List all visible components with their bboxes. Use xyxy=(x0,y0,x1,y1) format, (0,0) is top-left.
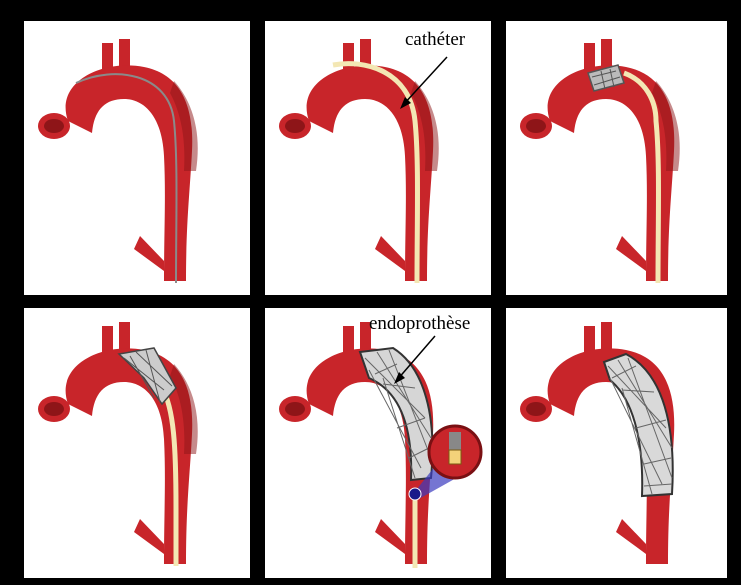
panel-step-2: cathéter xyxy=(265,21,491,295)
aorta-illustration xyxy=(265,308,491,578)
aorta-illustration xyxy=(506,21,727,295)
panel-step-5: endoprothèse xyxy=(265,308,491,578)
stent-graft-label: endoprothèse xyxy=(369,313,470,335)
panel-step-3 xyxy=(506,21,727,295)
catheter-label: cathéter xyxy=(405,29,465,51)
panel-step-6 xyxy=(506,308,727,578)
panel-step-1 xyxy=(24,21,250,295)
panel-step-4 xyxy=(24,308,250,578)
aorta-illustration xyxy=(24,308,250,578)
aorta-illustration xyxy=(506,308,727,578)
aorta-illustration xyxy=(24,21,250,295)
aortic-arch xyxy=(38,39,198,281)
stent-graft-deployed xyxy=(360,348,432,480)
aorta-illustration xyxy=(265,21,491,295)
